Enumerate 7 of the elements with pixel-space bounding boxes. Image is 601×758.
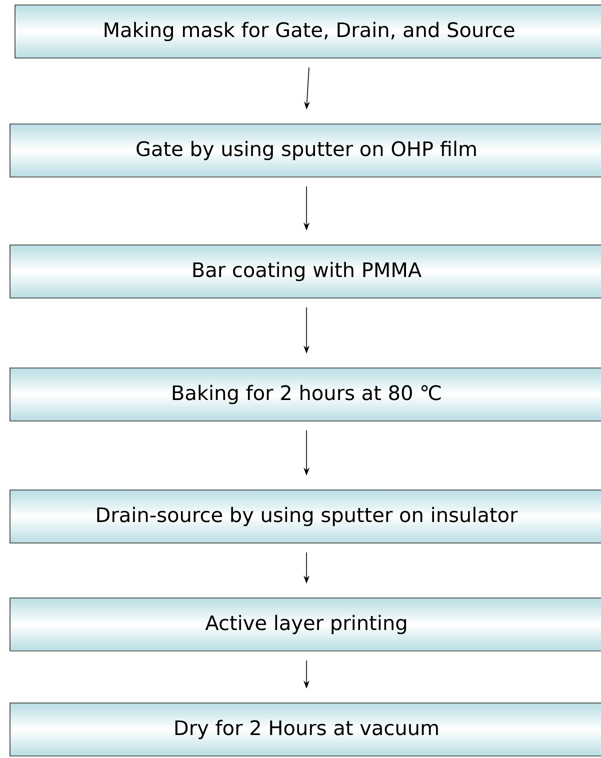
- process-box: Active layer printing: [10, 598, 601, 652]
- process-box: Drain-source by using sputter on insulator: [10, 490, 601, 544]
- process-box: Gate by using sputter on OHP film: [10, 124, 601, 178]
- process-box: Making mask for Gate, Drain, and Source: [14, 4, 601, 58]
- process-box: Bar coating with PMMA: [10, 244, 601, 298]
- process-box: Dry for 2 Hours at vacuum: [10, 702, 601, 756]
- process-box: Baking for 2 hours at 80 ℃: [10, 368, 601, 422]
